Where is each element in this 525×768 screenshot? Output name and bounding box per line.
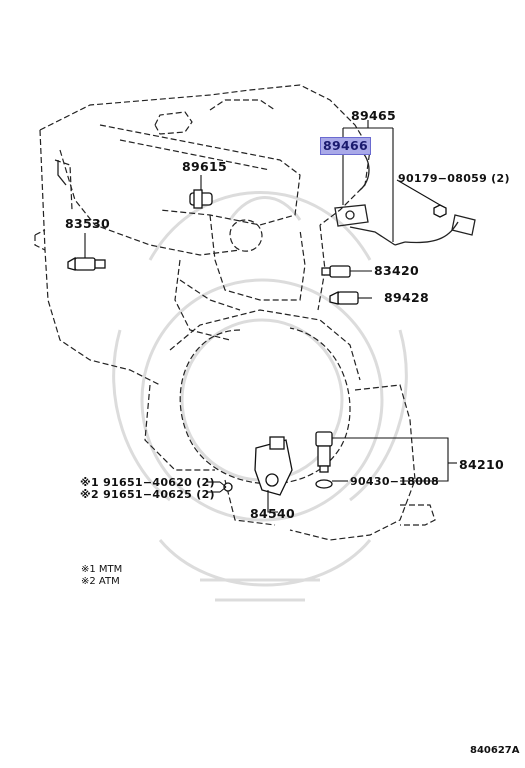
part-label-89428[interactable]: 89428 <box>384 290 429 305</box>
engine-details <box>57 149 476 246</box>
part-label-91651-40625[interactable]: ※2 91651−40625 (2) <box>80 488 215 501</box>
part-label-91651-40620[interactable]: ※1 91651−40620 (2) <box>80 476 215 489</box>
part-label-89615[interactable]: 89615 <box>182 159 227 174</box>
oil-pressure-switch-part <box>67 256 106 271</box>
part-label-90430-18008[interactable]: 90430−18008 <box>350 475 440 488</box>
neutral-start-switch-part <box>223 436 293 496</box>
part-label-89465[interactable]: 89465 <box>351 108 396 123</box>
part-label-84210[interactable]: 84210 <box>459 457 504 472</box>
knock-sensor-part <box>189 189 213 209</box>
water-temp-sensor-part <box>329 290 359 305</box>
diagram-code: 840627A <box>470 745 520 756</box>
part-label-83530[interactable]: 83530 <box>65 216 110 231</box>
leader-lines <box>84 120 457 513</box>
bolt-90179-part <box>433 204 447 218</box>
footnote-mtm: ※1 MTM <box>81 564 123 575</box>
part-label-83420[interactable]: 83420 <box>374 263 419 278</box>
part-label-90179-08059[interactable]: 90179−08059 (2) <box>398 172 510 185</box>
part-label-84540[interactable]: 84540 <box>250 506 295 521</box>
vehicle-speed-sensor-part <box>315 431 333 489</box>
footnote-atm: ※2 ATM <box>81 576 120 587</box>
temp-sensor-part <box>321 265 351 278</box>
watermark-emblem <box>112 191 408 602</box>
part-label-89466-highlighted[interactable]: 89466 <box>320 137 371 155</box>
